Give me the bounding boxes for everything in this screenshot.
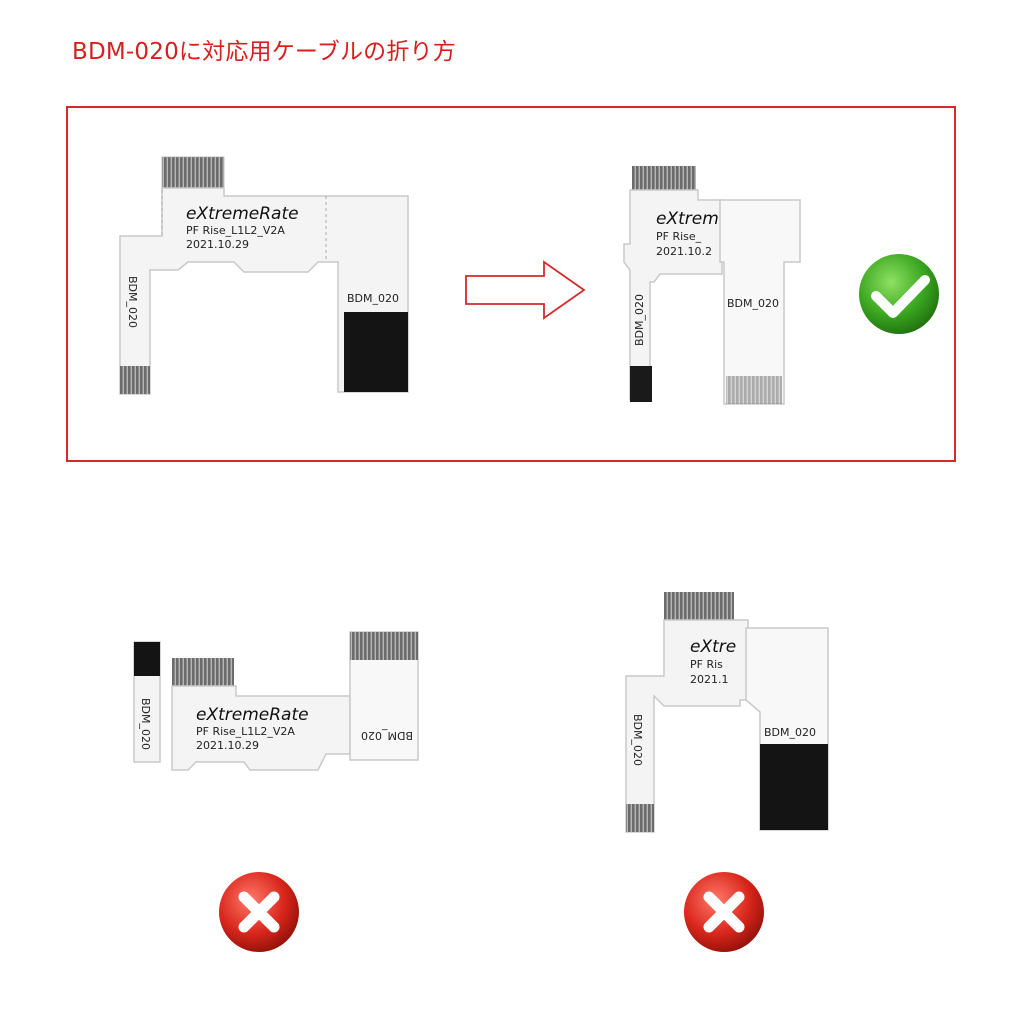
connector-top <box>664 592 734 622</box>
label-right: BDM_020 <box>347 292 399 305</box>
brand-text: eXtremeRate <box>186 204 299 224</box>
connector-flap <box>350 632 418 660</box>
correct-example-frame <box>66 106 956 462</box>
cable-folded-wrong-2: eXtre PF Ris 2021.1 BDM_020 BDM_020 <box>625 592 829 833</box>
cross-icon <box>219 872 299 952</box>
label-left: BDM_020 <box>126 276 139 328</box>
label-side: BDM_020 <box>631 714 644 766</box>
arrow-icon <box>465 260 586 320</box>
model-text: PF Ris <box>690 658 723 671</box>
brand-text: eXtrem <box>656 209 719 229</box>
label-flap: BDM_020 <box>727 297 779 310</box>
connector-side <box>626 804 654 832</box>
model-text: PF Rise_ <box>656 230 702 243</box>
connector-top <box>172 658 234 688</box>
folded-flap <box>719 199 801 405</box>
label-side: BDM_020 <box>633 294 646 346</box>
date-text: 2021.1 <box>690 673 729 686</box>
cable-folded-correct: eXtrem PF Rise_ 2021.10.2 BDM_020 BDM_02… <box>623 166 801 405</box>
connector-black <box>344 312 408 392</box>
cross-icon <box>684 872 764 952</box>
connector-flap <box>726 376 782 404</box>
brand-text: eXtremeRate <box>196 705 309 725</box>
connector-side <box>120 366 150 394</box>
model-text: PF Rise_L1L2_V2A <box>186 224 285 237</box>
date-text: 2021.10.29 <box>196 739 259 752</box>
label-flap: BDM_020 <box>764 726 816 739</box>
connector-top <box>632 166 696 192</box>
cable-folded-wrong-1: eXtremeRate PF Rise_L1L2_V2A 2021.10.29 … <box>133 631 419 771</box>
label-flap: BDM_020 <box>361 729 413 742</box>
label-side: BDM_020 <box>139 698 152 750</box>
cable-unfolded: eXtremeRate PF Rise_L1L2_V2A 2021.10.29 … <box>119 156 409 395</box>
connector-side <box>630 366 652 402</box>
connector-black <box>760 744 828 830</box>
connector-side <box>134 642 160 676</box>
connector-top <box>161 156 225 191</box>
date-text: 2021.10.2 <box>656 245 712 258</box>
brand-text: eXtre <box>690 637 736 657</box>
cable-body <box>171 685 351 771</box>
page-title: BDM-020に対応用ケーブルの折り方 <box>72 39 456 65</box>
cable-body <box>623 189 723 401</box>
date-text: 2021.10.29 <box>186 238 249 251</box>
check-icon <box>859 254 939 334</box>
model-text: PF Rise_L1L2_V2A <box>196 725 295 738</box>
